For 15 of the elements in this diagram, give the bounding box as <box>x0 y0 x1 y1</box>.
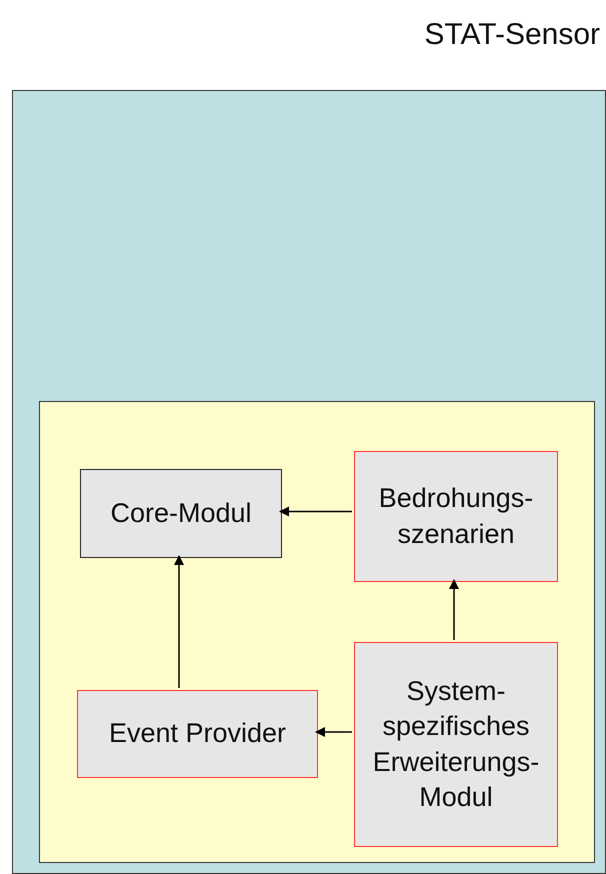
module-label: Bedrohungs- szenarien <box>378 482 534 550</box>
diagram-title: STAT-Sensor <box>423 18 600 52</box>
arrow <box>174 555 184 688</box>
sensor-panel <box>12 90 606 874</box>
module-box <box>354 451 558 582</box>
arrow <box>315 727 352 737</box>
module-box <box>354 642 558 847</box>
module-box <box>80 469 282 558</box>
arrow <box>449 579 459 640</box>
module-label: Event Provider <box>108 717 288 750</box>
module-panel <box>39 401 595 863</box>
arrow <box>279 506 352 516</box>
module-label: Core-Modul <box>109 496 253 530</box>
module-label: System- spezifisches Erweiterungs- Modul <box>372 675 540 814</box>
module-box <box>77 690 318 778</box>
